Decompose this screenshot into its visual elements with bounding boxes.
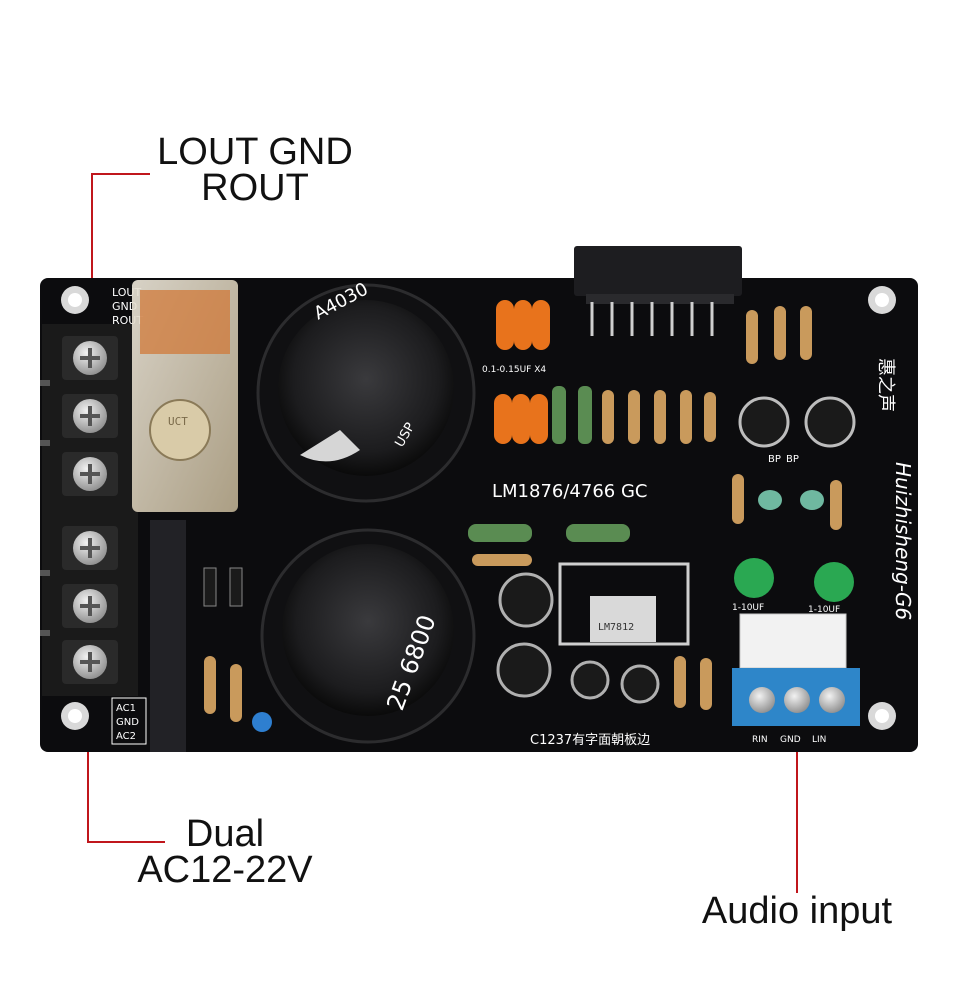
- large-capacitor-bottom: 25 6800: [260, 528, 476, 744]
- callout-output-line1: LOUT GND: [157, 131, 353, 173]
- orange-film-capacitors: [494, 300, 550, 444]
- ceramic-capacitors: [758, 490, 824, 510]
- large-capacitor-top: A4030 USP: [256, 279, 476, 503]
- diodes: [203, 567, 243, 607]
- brand-cn-label: 惠之声: [875, 358, 896, 412]
- callout-audio-text: Audio input: [701, 890, 893, 932]
- out-label-gnd: GND: [112, 300, 137, 313]
- in-label-rin: RIN: [752, 735, 768, 745]
- horizontal-resistors: [468, 524, 630, 566]
- ac-label-gnd: GND: [116, 717, 139, 728]
- callout-audio-input: Audio input: [682, 890, 912, 932]
- bp-label-1: BP: [768, 454, 781, 465]
- callout-power-line2: AC12-22V: [137, 849, 313, 891]
- amplifier-ic: [574, 246, 742, 304]
- bp-label-2: BP: [786, 454, 799, 465]
- ac-label-ac2: AC2: [116, 731, 136, 742]
- ac-label-group: AC1 GND AC2: [111, 697, 147, 745]
- callout-power-input: Dual AC12-22V: [120, 813, 330, 891]
- board-model-label: LM1876/4766 GC: [492, 481, 647, 502]
- input-label-group: RIN GND LIN: [752, 735, 826, 745]
- callout-output-line2: ROUT: [201, 167, 309, 209]
- small-cap-label-1: 1-10UF: [732, 603, 764, 613]
- resistor-row: [204, 306, 842, 722]
- heatsink-bar: [150, 520, 186, 752]
- ic-pins: [590, 302, 714, 336]
- audio-input-terminal: [732, 668, 860, 726]
- ac-label-ac1: AC1: [116, 703, 136, 714]
- edge-note-label: C1237有字面朝板边: [530, 733, 650, 748]
- cap-note-label: 0.1-0.15UF X4: [482, 365, 546, 375]
- mounting-hole-icon: [61, 286, 896, 730]
- relay-component: UCT: [132, 280, 238, 512]
- callout-power-line1: Dual: [185, 813, 265, 855]
- led-indicator-icon: [252, 712, 272, 732]
- relay-mark: UCT: [168, 415, 188, 428]
- small-cap-label-2: 1-10UF: [808, 605, 840, 615]
- callout-output-terminals: LOUT GND ROUT: [140, 131, 370, 209]
- voltage-regulator: LM7812: [558, 562, 690, 646]
- input-header-connector: [739, 613, 847, 669]
- brand-label: Huizhisheng-G6: [891, 462, 915, 620]
- in-label-lin: LIN: [812, 735, 826, 745]
- green-capacitors: [734, 558, 854, 602]
- in-label-gnd: GND: [780, 735, 801, 745]
- regulator-label: LM7812: [598, 622, 634, 633]
- terminal-screw-icon: [62, 336, 118, 684]
- electrolytic-capacitors: [496, 396, 856, 704]
